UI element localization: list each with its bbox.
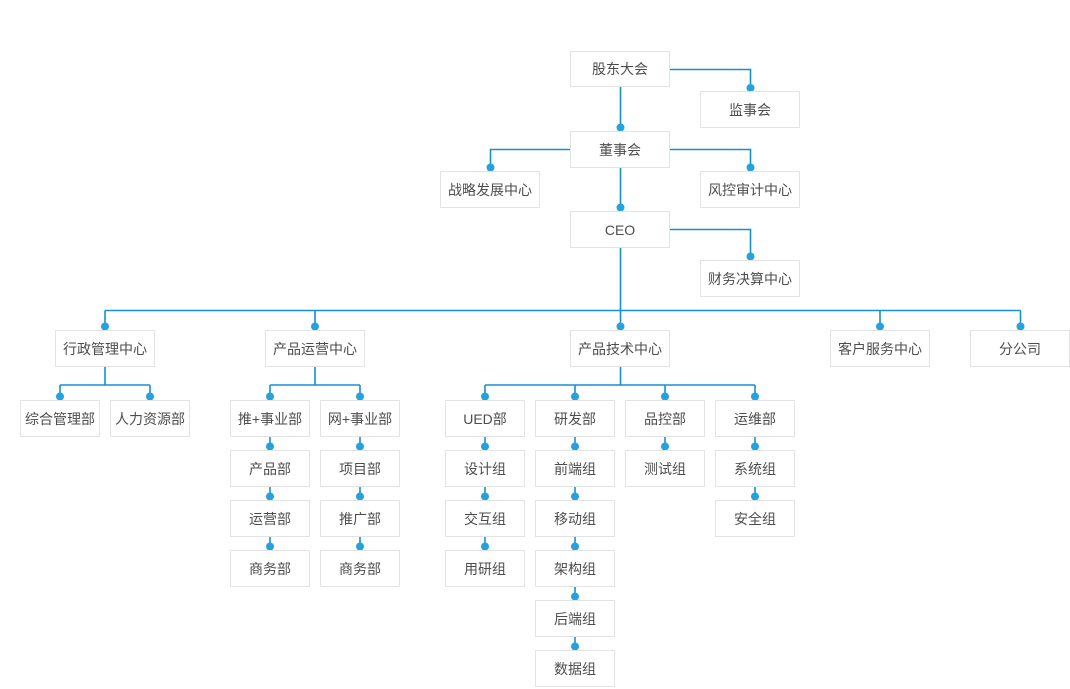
org-node-supervisory-board: 监事会 (700, 91, 800, 128)
org-node-business-dept-wang: 商务部 (320, 550, 400, 587)
org-node-frontend-group: 前端组 (535, 450, 615, 487)
org-node-general-mgmt-dept: 综合管理部 (20, 400, 100, 437)
org-node-project-dept: 项目部 (320, 450, 400, 487)
org-node-product-ops-center: 产品运营中心 (265, 330, 365, 367)
org-node-operations-dept: 运营部 (230, 500, 310, 537)
org-node-admin-center: 行政管理中心 (55, 330, 155, 367)
org-node-backend-group: 后端组 (535, 600, 615, 637)
org-node-design-group: 设计组 (445, 450, 525, 487)
org-node-ceo: CEO (570, 211, 670, 248)
org-node-architecture-group: 架构组 (535, 550, 615, 587)
org-node-rd-dept: 研发部 (535, 400, 615, 437)
org-node-product-dept: 产品部 (230, 450, 310, 487)
org-node-business-dept-tui: 商务部 (230, 550, 310, 587)
org-node-customer-service-center: 客户服务中心 (830, 330, 930, 367)
org-node-strategy-center: 战略发展中心 (440, 171, 540, 208)
org-node-testing-group: 测试组 (625, 450, 705, 487)
org-node-risk-audit-center: 风控审计中心 (700, 171, 800, 208)
org-node-hr-dept: 人力资源部 (110, 400, 190, 437)
org-node-mobile-group: 移动组 (535, 500, 615, 537)
org-node-wang-division: 网+事业部 (320, 400, 400, 437)
org-node-om-dept: 运维部 (715, 400, 795, 437)
org-node-user-research-group: 用研组 (445, 550, 525, 587)
org-node-security-group: 安全组 (715, 500, 795, 537)
org-node-promotion-dept: 推广部 (320, 500, 400, 537)
org-node-interaction-group: 交互组 (445, 500, 525, 537)
org-node-shareholders-meeting: 股东大会 (570, 51, 670, 87)
org-node-data-group: 数据组 (535, 650, 615, 687)
org-node-ued-dept: UED部 (445, 400, 525, 437)
org-node-finance-center: 财务决算中心 (700, 260, 800, 297)
org-node-tui-division: 推+事业部 (230, 400, 310, 437)
org-node-branch-company: 分公司 (970, 330, 1070, 367)
org-node-board-of-directors: 董事会 (570, 131, 670, 168)
org-node-qc-dept: 品控部 (625, 400, 705, 437)
org-node-product-tech-center: 产品技术中心 (570, 330, 670, 367)
org-node-system-group: 系统组 (715, 450, 795, 487)
